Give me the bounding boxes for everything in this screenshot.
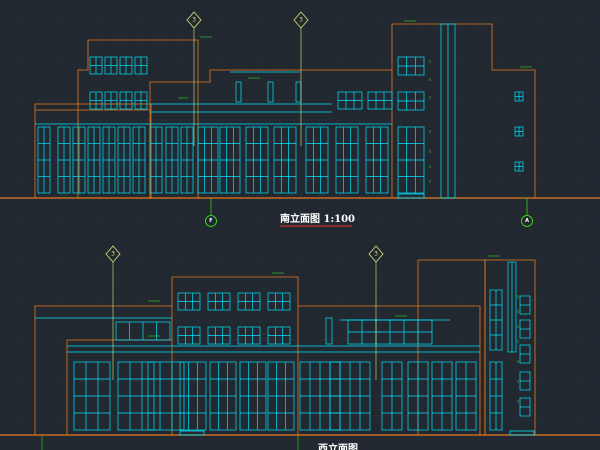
- window: [455, 361, 477, 431]
- window: [519, 319, 531, 339]
- window: [267, 292, 291, 311]
- window: [149, 126, 163, 194]
- window: [37, 126, 51, 194]
- section-marker-south-2: 3: [293, 11, 309, 29]
- window: [132, 126, 146, 194]
- west-windows: [73, 289, 531, 431]
- window: [267, 81, 274, 103]
- window: [367, 91, 393, 110]
- section-marker-label: 3: [299, 17, 303, 24]
- section-marker-label: 3: [111, 251, 115, 258]
- window: [134, 56, 148, 75]
- window: [237, 326, 261, 345]
- window: [209, 361, 237, 431]
- window: [57, 126, 71, 194]
- axis-bubble-a: A: [521, 215, 533, 227]
- window: [365, 126, 389, 194]
- window: [117, 126, 131, 194]
- window: [180, 126, 194, 194]
- south-elevation-title: 南立面图 1:100: [280, 212, 355, 225]
- west-level-marks: [41, 255, 519, 450]
- west-leaders: [112, 262, 377, 380]
- window: [335, 126, 359, 194]
- section-marker-label: 3: [374, 251, 378, 258]
- section-marker-label: 3: [192, 17, 196, 24]
- window: [245, 126, 269, 194]
- window: [267, 361, 295, 431]
- window: [397, 126, 425, 194]
- window: [407, 361, 429, 431]
- window: [329, 361, 371, 431]
- window: [179, 361, 207, 431]
- window: [219, 126, 241, 194]
- window: [134, 91, 148, 110]
- section-marker-west-2: 3: [368, 245, 384, 263]
- window: [489, 361, 503, 431]
- south-level-marks: [178, 20, 532, 183]
- window: [89, 56, 103, 75]
- window: [489, 289, 503, 351]
- window: [104, 56, 118, 75]
- window: [397, 91, 425, 111]
- axis-label-f: F: [209, 218, 212, 224]
- window: [273, 126, 297, 194]
- window: [115, 321, 171, 341]
- window: [519, 295, 531, 315]
- axis-bubble-f: F: [205, 215, 217, 227]
- window: [514, 91, 524, 102]
- south-windows: [37, 56, 524, 194]
- south-stair-tower: [440, 23, 456, 199]
- west-elevation-title: 西立面图: [318, 442, 358, 450]
- window: [305, 126, 329, 194]
- window: [337, 91, 363, 110]
- window: [197, 126, 219, 194]
- window: [177, 292, 201, 311]
- window: [73, 361, 111, 431]
- window: [165, 126, 179, 194]
- window: [431, 361, 453, 431]
- window: [235, 81, 242, 103]
- window: [267, 326, 291, 345]
- window: [239, 361, 267, 431]
- west-stair-tower: [507, 261, 517, 353]
- south-elevation: 3 3 F A 南立面图 1:100: [0, 11, 600, 227]
- window: [104, 91, 118, 110]
- window: [89, 91, 103, 110]
- west-elevation: 3 3 西立面图: [0, 245, 600, 450]
- window: [72, 126, 86, 194]
- window: [519, 397, 531, 417]
- window: [519, 371, 531, 391]
- axis-label-a: A: [525, 218, 529, 224]
- window: [347, 319, 433, 345]
- section-marker-south-1: 3: [186, 11, 202, 29]
- window: [514, 126, 524, 137]
- south-leaders: [193, 26, 302, 146]
- window: [237, 292, 261, 311]
- south-outlines: [34, 23, 536, 199]
- south-floor-bands: [35, 71, 425, 199]
- window: [119, 56, 133, 75]
- window: [177, 326, 201, 345]
- window: [207, 326, 231, 345]
- window: [119, 91, 133, 110]
- window: [381, 361, 403, 431]
- window: [207, 292, 231, 311]
- window: [325, 317, 333, 345]
- section-marker-west-1: 3: [105, 245, 121, 263]
- window: [397, 56, 425, 76]
- window: [102, 126, 116, 194]
- window: [87, 126, 101, 194]
- window: [514, 161, 524, 172]
- window: [519, 344, 531, 364]
